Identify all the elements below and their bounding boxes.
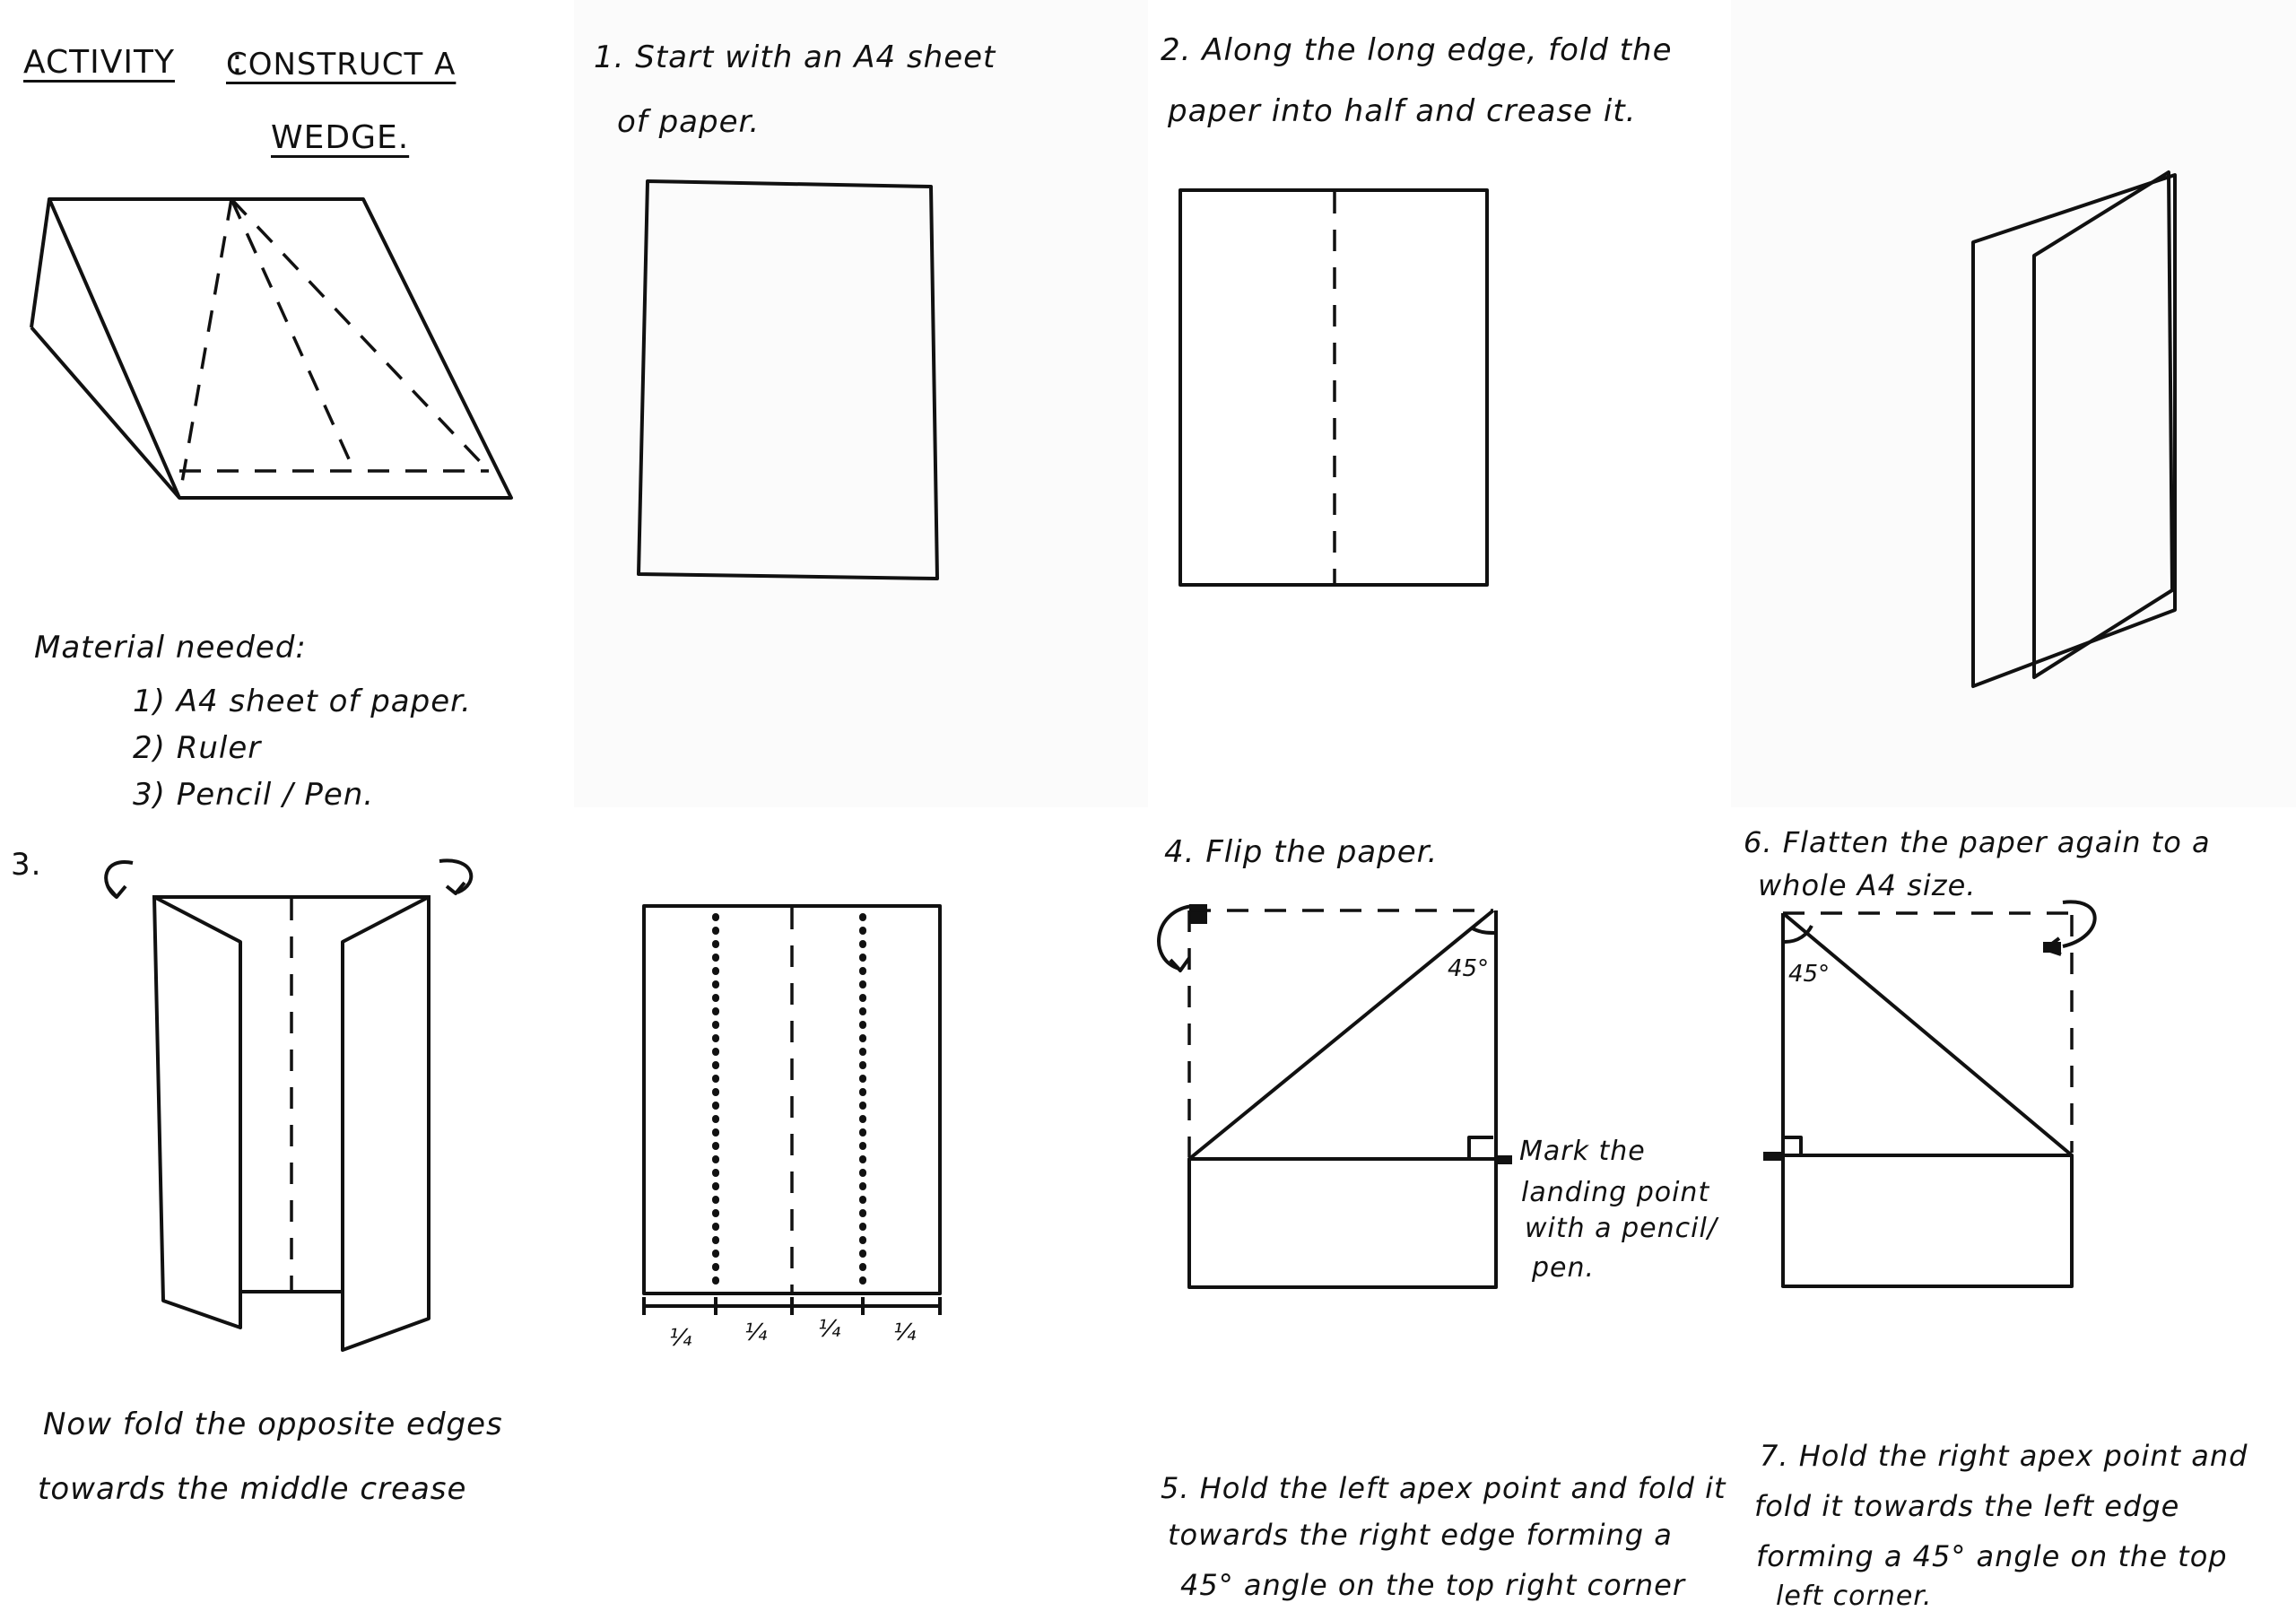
step-1-paper	[637, 179, 939, 580]
fold-arrow-right-icon	[439, 858, 474, 894]
step-5-line-3: 45° angle on the top right corner	[1180, 1568, 1685, 1602]
step-3-line-2: towards the middle crease	[38, 1471, 467, 1507]
angle-label-left: 45°	[1448, 955, 1489, 982]
quarter-label-3: ¼	[818, 1316, 840, 1343]
step-7-line-3: forming a 45° angle on the top	[1756, 1539, 2228, 1573]
materials-heading: Material needed:	[34, 630, 307, 666]
step-7-line-1: 7. Hold the right apex point and	[1760, 1439, 2248, 1473]
mark-note-2: landing point	[1521, 1177, 1710, 1208]
step-2-line-2: paper into half and crease it.	[1168, 93, 1637, 129]
material-item-1: 1) A4 sheet of paper.	[133, 684, 472, 719]
step-4-diagram: 45°	[1157, 904, 1512, 1289]
fold-arrow-right-icon-2	[2062, 900, 2097, 948]
step-5-line-1: 5. Hold the left apex point and fold it	[1161, 1471, 1726, 1505]
step-3-number: 3.	[11, 847, 42, 883]
right-angle-marker-icon	[1467, 1136, 1493, 1159]
step-1-line-1: 1. Start with an A4 sheet	[594, 39, 996, 75]
panel-tint-1	[574, 0, 1148, 807]
step-4-text: 4. Flip the paper.	[1164, 834, 1439, 870]
material-item-2: 2) Ruler	[133, 730, 262, 766]
quarter-label-4: ¼	[893, 1320, 916, 1346]
angle-label-right: 45°	[1788, 961, 1830, 988]
mark-note-4: pen.	[1532, 1252, 1596, 1284]
mark-note-1: Mark the	[1519, 1136, 1646, 1167]
title-wedge: WEDGE.	[271, 119, 410, 156]
quarter-label-1: ¼	[669, 1325, 691, 1352]
folded-paper-diagram	[1971, 170, 2177, 688]
mark-note-3: with a pencil/	[1525, 1213, 1718, 1244]
title-construct: CONSTRUCT A	[226, 47, 457, 83]
step-2-line-1: 2. Along the long edge, fold the	[1161, 32, 1673, 68]
step-1-line-2: of paper.	[617, 104, 761, 140]
step-5-line-2: towards the right edge forming a	[1168, 1518, 1673, 1552]
right-angle-marker-icon-2	[1783, 1136, 1803, 1155]
step-3-line-1: Now fold the opposite edges	[43, 1407, 503, 1442]
step-2-paper	[1178, 188, 1489, 587]
quarter-crease-diagram: ¼ ¼ ¼ ¼	[642, 904, 942, 1352]
material-item-3: 3) Pencil / Pen.	[133, 777, 375, 813]
title-colon: :	[231, 41, 244, 81]
flip-arrow-icon	[1157, 904, 1194, 971]
title-activity: ACTIVITY	[23, 44, 175, 81]
quarter-label-2: ¼	[744, 1320, 767, 1346]
step-6-line-1: 6. Flatten the paper again to a	[1744, 825, 2211, 859]
wedge-diagram	[30, 197, 513, 500]
panel-tint-2	[1731, 0, 2296, 807]
step-6-line-2: whole A4 size.	[1758, 868, 1977, 902]
step-7-line-2: fold it towards the left edge	[1754, 1489, 2180, 1523]
step-7-line-4: left corner.	[1776, 1581, 1933, 1612]
step-3-diagram	[104, 858, 474, 1352]
step-6-diagram: 45°	[1763, 900, 2097, 1288]
